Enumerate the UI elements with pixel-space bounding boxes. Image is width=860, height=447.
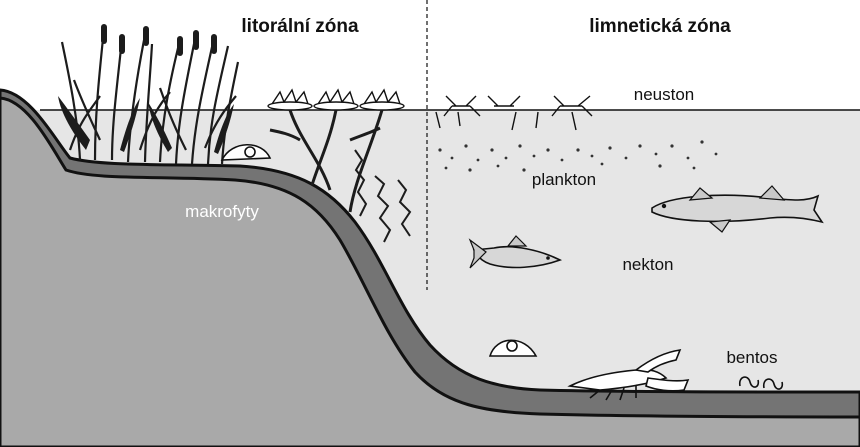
header-littoral-zone: litorální zóna bbox=[241, 16, 359, 37]
fish-icon bbox=[468, 235, 563, 269]
reed-leaves bbox=[58, 96, 234, 154]
pike-icon bbox=[651, 185, 824, 233]
submerged-plants bbox=[269, 109, 384, 213]
reed-cattail-heads bbox=[101, 24, 217, 56]
snail-icon bbox=[488, 339, 538, 357]
header-limnetic-zone: limnetická zóna bbox=[589, 16, 731, 37]
snail-icon bbox=[220, 144, 272, 161]
label-plankton: plankton bbox=[532, 170, 596, 189]
plankton-specks bbox=[438, 140, 718, 172]
mosquito-larva-icon bbox=[435, 111, 577, 131]
land-soil bbox=[0, 96, 860, 447]
label-benthos: bentos bbox=[726, 348, 777, 367]
pondweed bbox=[354, 149, 412, 243]
label-nekton: nekton bbox=[622, 255, 673, 274]
water-lily-icon bbox=[267, 88, 405, 111]
water-strider-icon bbox=[443, 95, 593, 117]
worm-icon bbox=[738, 376, 784, 390]
crayfish-icon bbox=[567, 349, 690, 401]
label-neuston: neuston bbox=[634, 85, 695, 104]
label-macrophytes: makrofyty bbox=[185, 202, 259, 221]
